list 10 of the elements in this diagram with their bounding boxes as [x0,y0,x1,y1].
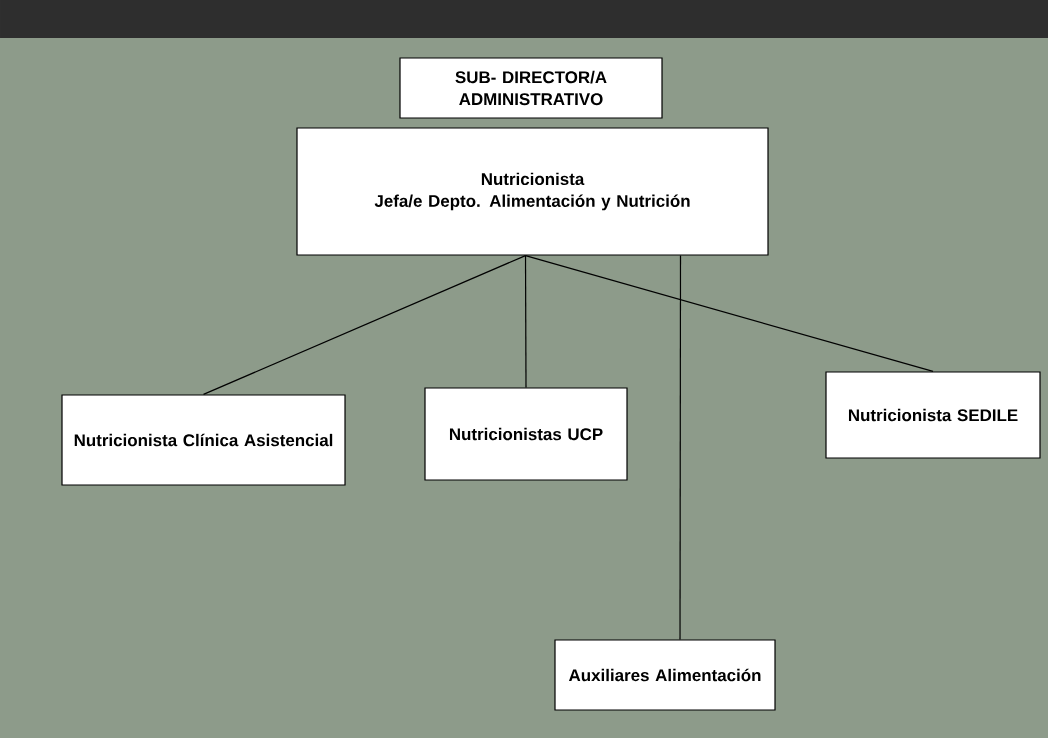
org-box: Nutricionista Clínica Asistencial [61,394,346,486]
connector-line [679,255,682,640]
connector-line [202,255,527,395]
org-box: Nutricionista Jefa/e Depto. Alimentación y Nutrición [296,127,769,256]
connector-line [524,255,934,372]
org-box: SUB- DIRECTOR/A ADMINISTRATIVO [399,57,663,119]
org-box: Nutricionista SEDILE [825,371,1041,459]
org-box: Nutricionistas UCP [424,387,628,481]
org-box: Auxiliares Alimentación [554,639,776,711]
connector-line [524,255,527,388]
